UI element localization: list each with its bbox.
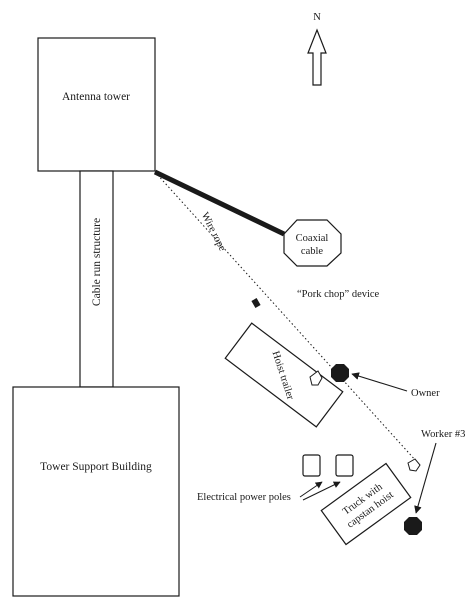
owner-pointer xyxy=(351,372,408,392)
coaxial-cable-label-line2: cable xyxy=(301,246,323,257)
worker-3-pointer xyxy=(414,442,437,514)
coaxial-cable-octagon xyxy=(283,219,342,267)
north-label: N xyxy=(313,12,321,23)
antenna-tower-label: Antenna tower xyxy=(62,91,130,103)
owner-marker-icon xyxy=(331,364,349,382)
worker-3-label: Worker #3 xyxy=(421,429,465,440)
electrical-power-poles-label: Electrical power poles xyxy=(197,492,291,503)
coaxial-cable: Coaxial cable xyxy=(283,219,342,267)
cable-run-structure: Cable run structure xyxy=(79,170,114,388)
coaxial-cable-line xyxy=(153,169,286,237)
pork-chop-device-icon xyxy=(251,298,261,308)
power-poles-pointer-2 xyxy=(302,481,341,501)
wire-rope-label: Wire rope xyxy=(199,211,228,254)
truck-capstan-icon xyxy=(407,458,421,472)
cable-run-structure-label: Cable run structure xyxy=(91,218,103,306)
power-poles-pointer-1 xyxy=(299,481,323,498)
antenna-tower: Antenna tower xyxy=(37,37,156,172)
pork-chop-device-label: “Pork chop” device xyxy=(297,289,380,300)
power-pole-2-icon xyxy=(335,454,354,477)
worker-3-marker-icon xyxy=(404,517,422,535)
hoist-trailer-hitch-icon xyxy=(309,370,323,386)
wire-rope-line xyxy=(154,171,418,463)
tower-support-building: Tower Support Building xyxy=(12,386,180,597)
truck-with-capstan-hoist: Truck with capstan hoist xyxy=(320,462,412,546)
hoist-trailer: Hoist trailer xyxy=(224,322,344,428)
owner-label: Owner xyxy=(411,388,440,399)
power-pole-1-icon xyxy=(302,454,321,477)
north-arrow-icon xyxy=(307,28,327,86)
tower-support-building-label: Tower Support Building xyxy=(40,461,152,473)
north-arrow: N xyxy=(307,12,327,86)
coaxial-cable-label-line1: Coaxial xyxy=(296,233,329,244)
